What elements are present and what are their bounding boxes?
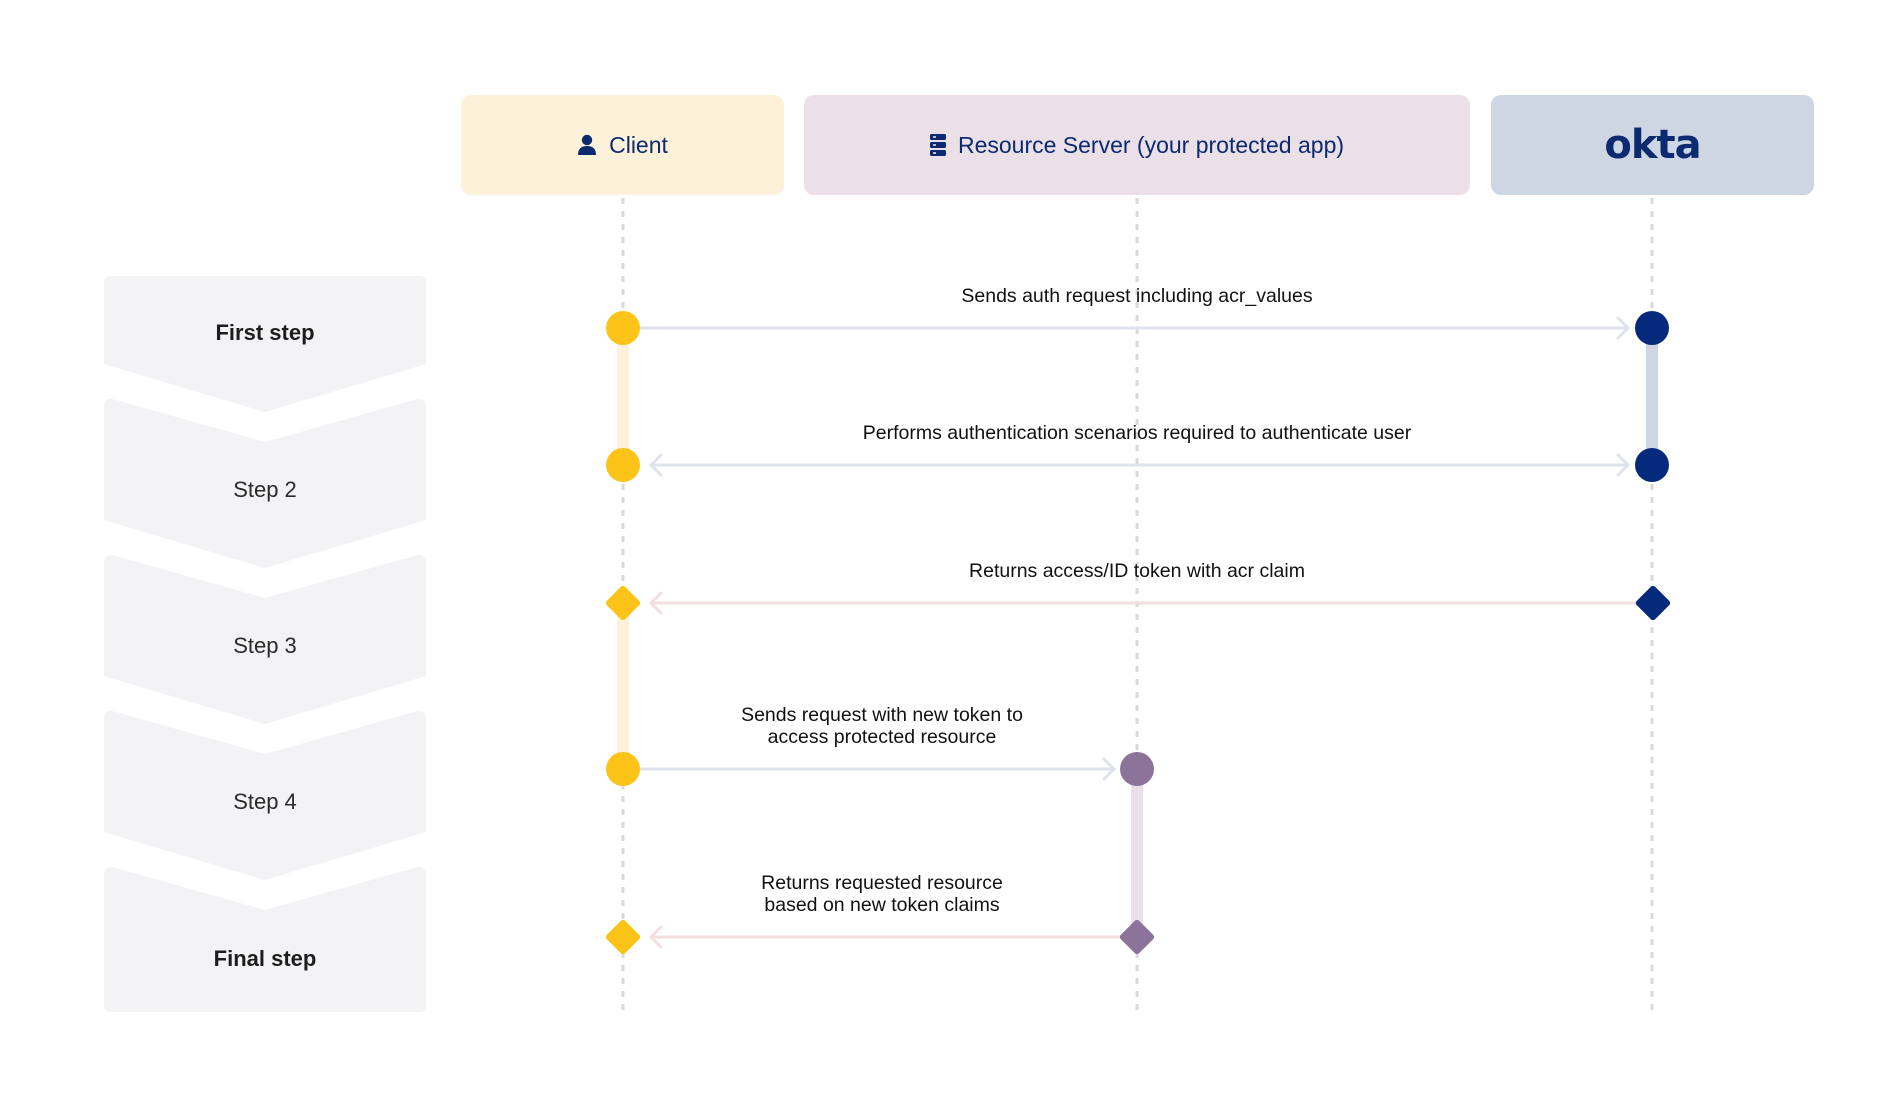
resource-server-header-label: Resource Server (your protected app): [957, 131, 1345, 158]
okta-node-1: [1635, 311, 1669, 345]
step-shape-2: [104, 399, 426, 568]
arrow-1: [621, 316, 1630, 340]
message-4-label: Sends request with new token to access p…: [690, 704, 1074, 748]
steps-column: [104, 276, 426, 1012]
step-shape-4: [104, 711, 426, 880]
message-5-line-2: based on new token claims: [764, 894, 1000, 916]
person-icon: [578, 134, 597, 155]
step-label-final: Final step: [213, 946, 317, 971]
okta-activation: [1646, 328, 1658, 465]
resource-server-activation: [1131, 769, 1143, 937]
server-icon: [929, 134, 946, 156]
client-header: Client: [461, 95, 784, 195]
step-shape-5: [104, 867, 426, 1012]
okta-node-2: [1635, 448, 1669, 482]
arrow-5: [649, 925, 1127, 949]
step-shape-3: [104, 555, 426, 724]
okta-header: okta: [1491, 95, 1814, 195]
step-label-2: Step 2: [233, 477, 297, 502]
client-activation-2: [617, 602, 629, 769]
message-1-label: Sends auth request including acr_values: [961, 285, 1313, 307]
arrow-3: [649, 591, 1642, 615]
client-node-4: [606, 752, 640, 786]
okta-logo: okta: [1604, 122, 1701, 168]
client-node-1: [606, 311, 640, 345]
okta-diamond-3: [1635, 585, 1671, 621]
message-2-label: Performs authentication scenarios requir…: [862, 422, 1412, 444]
step-label-4: Step 4: [233, 789, 297, 814]
message-4-line-2: access protected resource: [767, 726, 997, 748]
message-4-line-1: Sends request with new token to: [741, 704, 1023, 726]
step-label-3: Step 3: [233, 633, 297, 658]
step-label-first: First step: [215, 320, 315, 345]
resource-server-diamond-5: [1119, 919, 1155, 955]
client-diamond-3: [605, 585, 641, 621]
step-shape-1: [104, 276, 426, 412]
message-5-label: Returns requested resource based on new …: [690, 872, 1074, 916]
message-5-line-1: Returns requested resource: [761, 872, 1003, 894]
arrow-2: [649, 453, 1630, 477]
resource-server-header: Resource Server (your protected app): [804, 95, 1470, 195]
client-node-2: [606, 448, 640, 482]
client-diamond-5: [605, 919, 641, 955]
client-activation-1: [617, 328, 629, 465]
resource-server-node-4: [1120, 752, 1154, 786]
arrow-4: [621, 757, 1116, 781]
client-header-label: Client: [609, 131, 668, 158]
message-3-label: Returns access/ID token with acr claim: [969, 560, 1305, 582]
